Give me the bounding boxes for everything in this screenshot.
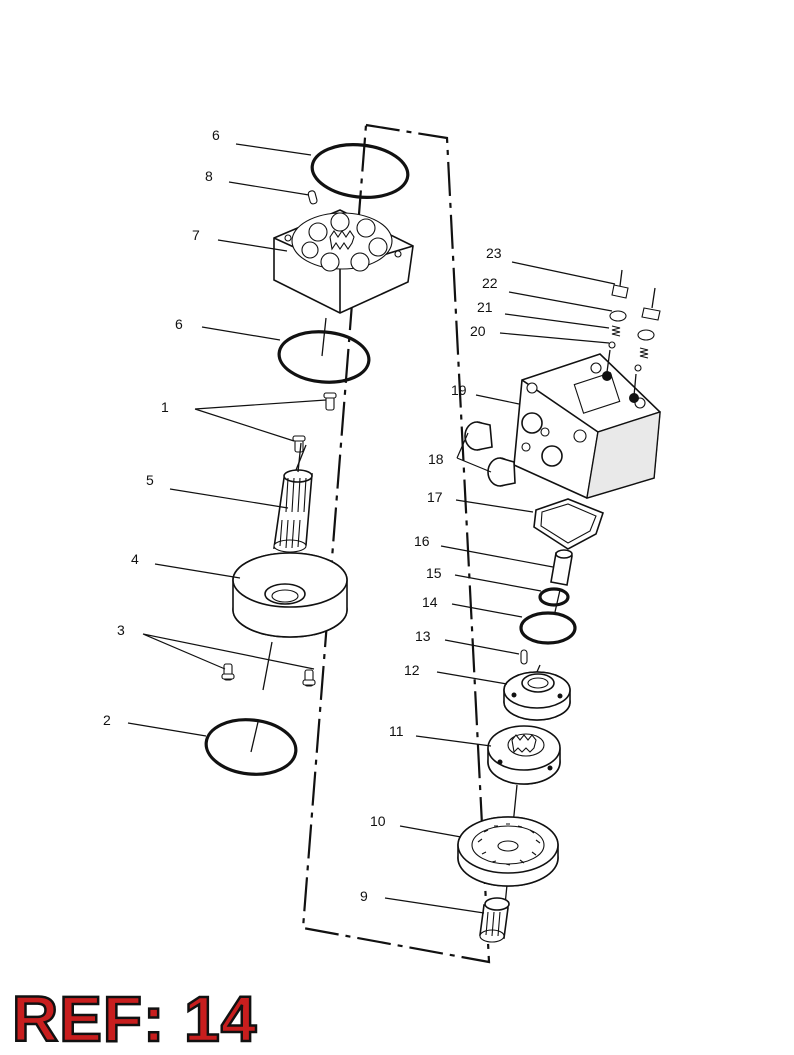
part-13-pin: [520, 649, 528, 665]
callout-1: 1: [161, 399, 169, 415]
part-22-seal-right: [637, 329, 655, 341]
callout-21: 21: [477, 299, 493, 315]
left-stack-axis: [250, 317, 327, 753]
callout-6-top: 6: [212, 127, 220, 143]
part-12-end-cap: [503, 671, 571, 721]
callout-20: 20: [470, 323, 486, 339]
part-18-plug-upper: [464, 421, 493, 451]
reference-label: REF: 14: [11, 983, 258, 1055]
callout-15: 15: [426, 565, 442, 581]
leader-lines: [127, 143, 616, 914]
callout-4: 4: [131, 551, 139, 567]
callout-7: 7: [192, 227, 200, 243]
part-6-o-ring-top: [310, 143, 410, 199]
part-22-seal-left: [609, 310, 627, 322]
callout-8: 8: [205, 168, 213, 184]
callout-14: 14: [422, 594, 438, 610]
part-7-gerotor-housing: [273, 209, 414, 314]
plug-axes: [606, 349, 637, 397]
part-9-spool: [479, 897, 510, 943]
part-21-spring-right: [639, 347, 649, 359]
part-23-plug-left: [611, 269, 629, 299]
callout-6-lower: 6: [175, 316, 183, 332]
callout-22: 22: [482, 275, 498, 291]
part-16-sleeve: [550, 549, 573, 586]
callout-19: 19: [451, 382, 467, 398]
part-1-bolt-upper: [323, 392, 337, 411]
part-23-plug-right: [641, 287, 661, 321]
callout-2: 2: [103, 712, 111, 728]
callout-23: 23: [486, 245, 502, 261]
part-2-o-ring: [204, 718, 298, 776]
part-1-bolt-lower: [292, 435, 306, 453]
part-11-gerotor-set: [487, 725, 561, 785]
callout-9: 9: [360, 888, 368, 904]
part-4-balance-plate: [232, 552, 348, 638]
part-5-drive-shaft: [273, 442, 313, 553]
part-6-o-ring-lower: [277, 330, 371, 384]
part-10-port-plate: [457, 816, 559, 887]
part-15-o-ring: [538, 587, 570, 607]
callout-10: 10: [370, 813, 386, 829]
part-3-bolt-right: [302, 669, 316, 687]
callout-18: 18: [428, 451, 444, 467]
assembly-frame: [301, 123, 491, 964]
part-20-ball-right: [634, 364, 642, 372]
part-19-valve-block: [513, 353, 661, 499]
part-20-ball-left: [608, 341, 616, 349]
callout-11: 11: [389, 723, 404, 739]
callout-3: 3: [117, 622, 125, 638]
part-14-o-ring: [519, 611, 577, 645]
callout-5: 5: [146, 472, 154, 488]
callout-12: 12: [404, 662, 420, 678]
part-3-bolt-left: [221, 663, 235, 681]
part-18-plug-lower: [487, 457, 516, 487]
callout-13: 13: [415, 628, 431, 644]
part-17-gasket: [533, 498, 604, 550]
callout-16: 16: [414, 533, 430, 549]
part-8-pin: [307, 190, 318, 205]
part-21-spring-left: [611, 325, 621, 337]
callout-17: 17: [427, 489, 443, 505]
